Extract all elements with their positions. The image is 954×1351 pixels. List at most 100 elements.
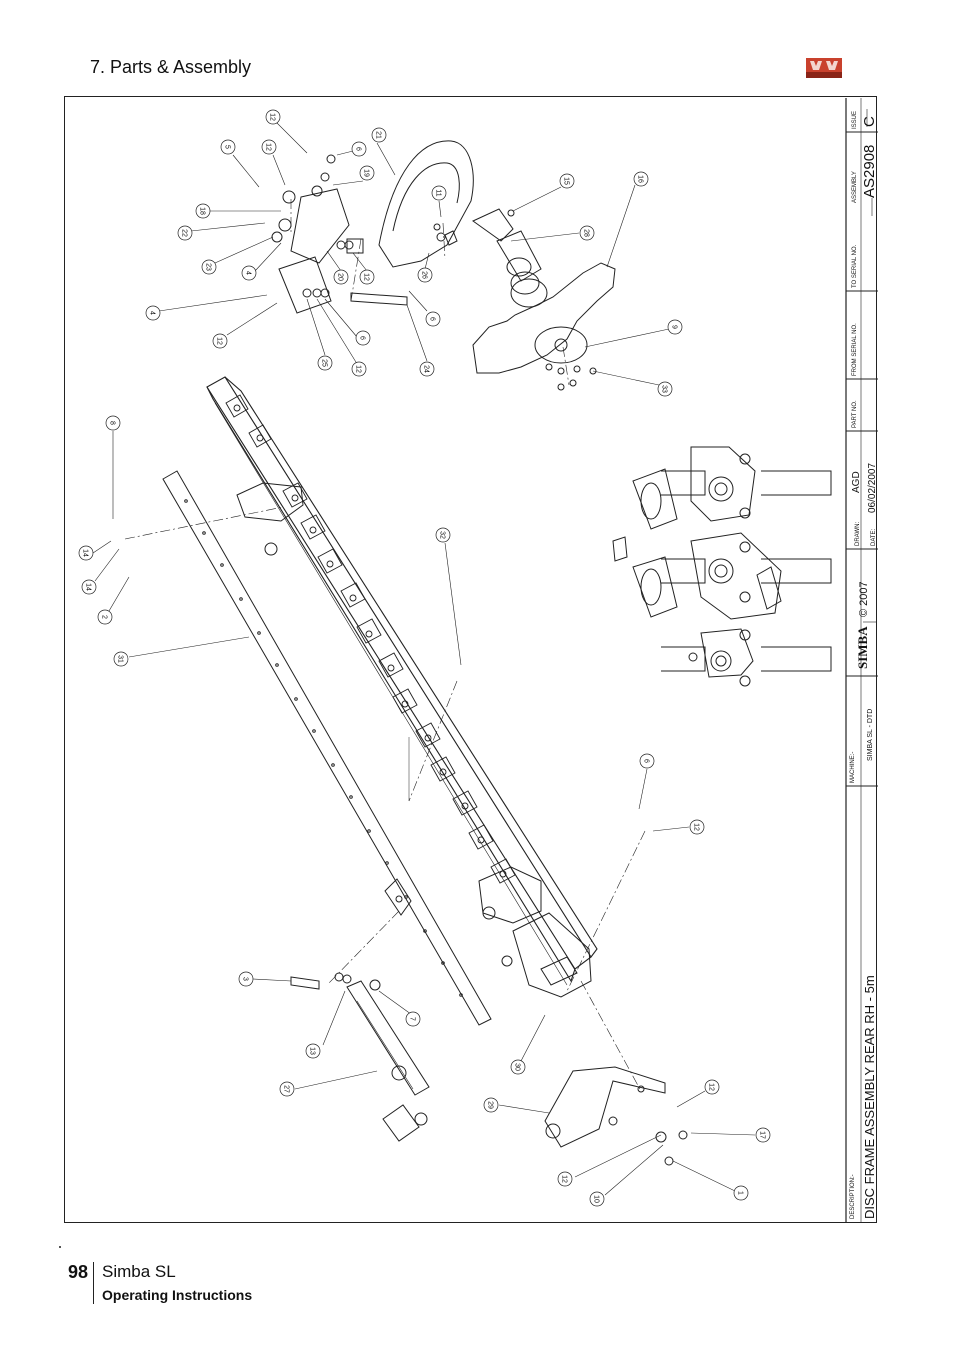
balloon-21-label: 12 [355, 365, 362, 373]
balloon-17 [145, 305, 161, 321]
balloon-7-label: 15 [563, 177, 570, 185]
balloon-34-label: 3 [242, 977, 249, 981]
machine-text: SIMBA SL - DTD [867, 709, 874, 761]
balloon-5 [371, 127, 387, 143]
stray-mark [59, 1246, 61, 1248]
balloon-4 [359, 165, 375, 181]
balloon-18 [212, 333, 228, 349]
balloon-36 [305, 1043, 321, 1059]
balloon-30 [113, 651, 129, 667]
section-title: 7. Parts & Assembly [90, 57, 252, 77]
description-text: DISC FRAME ASSEMBLY REAR RH - 5m [862, 975, 877, 1219]
issue-letter: C [861, 116, 878, 127]
mounting-plates [236, 482, 592, 998]
balloon-11-label: 23 [205, 263, 212, 271]
balloon-44-label: 1 [737, 1191, 744, 1195]
balloon-1-label: 12 [265, 143, 272, 151]
brand-logo-base [806, 72, 842, 78]
balloon-36-label: 13 [309, 1047, 316, 1055]
balloon-11 [201, 259, 217, 275]
item-balloons: 12 12 5 6 19 21 11 15 16 18 22 23 4 20 1… [78, 109, 771, 1207]
balloon-13 [333, 269, 349, 285]
balloon-3-label: 6 [355, 147, 362, 151]
balloon-2 [220, 139, 236, 155]
balloon-33-label: 12 [693, 823, 700, 831]
balloon-14-label: 12 [363, 273, 370, 281]
balloon-13-label: 20 [337, 273, 344, 281]
part-no-label: PART NO. [852, 400, 858, 428]
balloon-10-label: 22 [181, 229, 188, 237]
balloon-33 [689, 819, 705, 835]
balloon-9 [195, 203, 211, 219]
balloon-35 [405, 1011, 421, 1027]
assembly-number: AS2908 [861, 145, 878, 198]
drawing-sheet: 12 12 5 6 19 21 11 15 16 18 22 23 4 20 1… [64, 96, 878, 1223]
detail-view [612, 446, 832, 687]
balloon-27-label: 14 [82, 549, 89, 557]
to-serial-label: TO SERIAL NO. [852, 244, 858, 288]
balloon-44 [733, 1185, 749, 1201]
balloon-20-label: 6 [359, 336, 366, 340]
balloon-43 [589, 1191, 605, 1207]
footer-subtitle: Operating Instructions [102, 1287, 253, 1303]
balloon-5-label: 21 [375, 131, 382, 139]
balloon-43-label: 10 [593, 1195, 600, 1203]
balloon-6-label: 11 [435, 189, 442, 196]
title-block [845, 98, 878, 1223]
balloon-16-label: 28 [583, 229, 590, 237]
hanger-brackets [225, 394, 516, 884]
balloon-38-label: 30 [514, 1063, 521, 1071]
balloon-12-label: 4 [245, 271, 252, 275]
balloon-37-label: 27 [283, 1085, 290, 1093]
drawn-label: DRAWN: [855, 522, 861, 546]
balloon-42-label: 12 [561, 1175, 568, 1183]
balloon-12 [241, 265, 257, 281]
balloon-4-label: 19 [363, 169, 370, 177]
balloon-17-label: 4 [149, 311, 156, 315]
balloon-41 [755, 1127, 771, 1143]
exploded-assembly-drawing: 12 12 5 6 19 21 11 15 16 18 22 23 4 20 1… [78, 98, 878, 1223]
balloon-24-label: 9 [671, 325, 678, 329]
brand-logo-mark [810, 61, 838, 70]
balloon-29 [97, 609, 113, 625]
from-serial-label: FROM SERIAL NO. [852, 323, 858, 376]
balloon-27 [78, 545, 94, 561]
balloon-34 [238, 971, 254, 987]
balloon-26-label: 8 [109, 421, 116, 425]
balloon-8 [633, 171, 649, 187]
balloon-0-label: 12 [269, 113, 276, 121]
balloon-23 [419, 361, 435, 377]
footer-divider [93, 1262, 94, 1304]
balloon-16 [579, 225, 595, 241]
description-label: DESCRIPTION:- [850, 1174, 856, 1219]
flat-bar [162, 470, 492, 1026]
balloon-31-label: 32 [439, 531, 446, 539]
balloon-40-label: 12 [708, 1083, 715, 1091]
balloon-6 [431, 185, 447, 201]
balloon-0 [265, 109, 281, 125]
balloon-40 [704, 1079, 720, 1095]
copyright-text: © 2007 [858, 581, 870, 617]
assembly-label: ASSEMBLY [852, 171, 858, 203]
balloon-7 [559, 173, 575, 189]
balloon-39-label: 29 [487, 1101, 494, 1109]
balloon-2-label: 5 [224, 145, 231, 149]
balloon-3 [351, 141, 367, 157]
disc-hub-assembly [271, 140, 616, 391]
balloon-22-label: 6 [429, 317, 436, 321]
balloon-29-label: 2 [101, 615, 108, 619]
balloon-23-label: 24 [423, 365, 430, 373]
balloon-24 [667, 319, 683, 335]
balloon-30-label: 31 [117, 655, 124, 663]
balloon-22 [425, 311, 441, 327]
bottom-bracket [544, 1066, 688, 1166]
page-number: 98 [68, 1262, 89, 1282]
balloon-18-label: 12 [216, 337, 223, 345]
balloon-8-label: 16 [637, 175, 644, 183]
balloon-42 [557, 1171, 573, 1187]
flat-bar-bracket [384, 878, 412, 916]
balloon-31 [435, 527, 451, 543]
balloon-19 [317, 355, 333, 371]
balloon-41-label: 17 [759, 1131, 766, 1139]
balloon-19-label: 25 [321, 359, 328, 367]
